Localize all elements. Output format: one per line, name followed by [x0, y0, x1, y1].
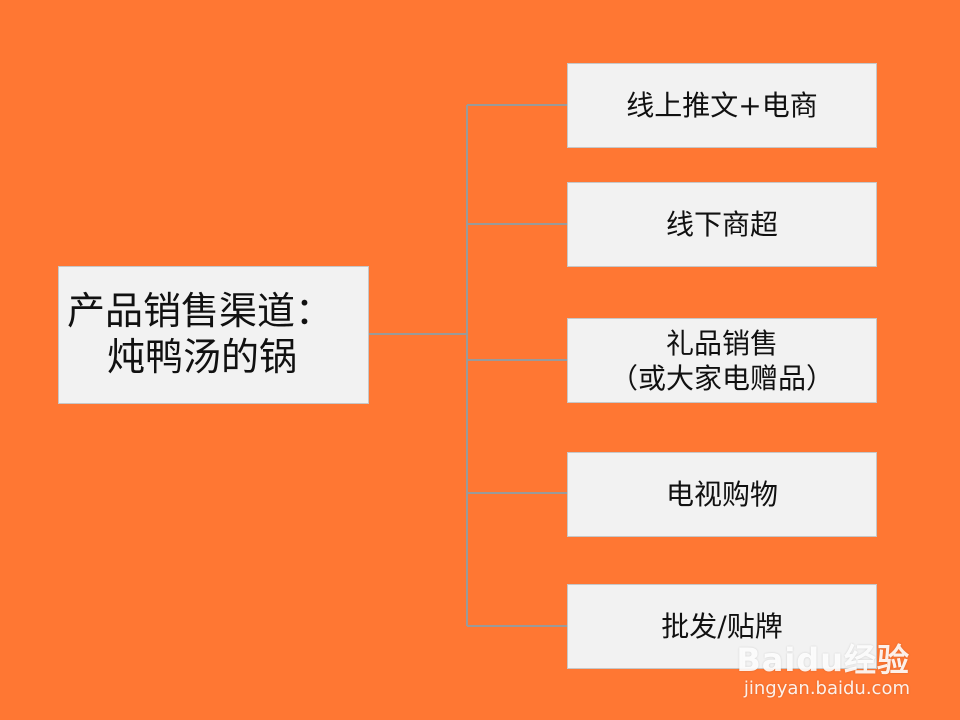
root-title-line-2: 炖鸭汤的锅 [107, 335, 298, 379]
channel-label-online: 线上推文+电商 [626, 89, 818, 122]
channel-label-gift-line-2: （或大家电赠品） [609, 361, 834, 395]
watermark-logo: Baidu经验 [736, 641, 910, 679]
channel-node-tv-shopping: 电视购物 [567, 452, 877, 537]
root-title-line-1: 产品销售渠道： [67, 289, 334, 334]
channel-node-offline: 线下商超 [567, 182, 877, 267]
channel-label-tv-shopping: 电视购物 [665, 478, 778, 511]
root-node: 产品销售渠道： 炖鸭汤的锅 [58, 266, 369, 404]
channel-label-wholesale: 批发/贴牌 [661, 610, 783, 643]
channel-node-gift: 礼品销售 （或大家电赠品） [567, 318, 877, 403]
channel-label-gift-line-1: 礼品销售 [665, 326, 778, 360]
watermark-url: jingyan.baidu.com [743, 678, 910, 699]
baidu-watermark: Baidu经验 jingyan.baidu.com [736, 644, 910, 698]
channel-node-wholesale: 批发/贴牌 [567, 584, 877, 669]
channel-label-offline: 线下商超 [665, 208, 778, 241]
channel-node-online: 线上推文+电商 [567, 63, 877, 148]
